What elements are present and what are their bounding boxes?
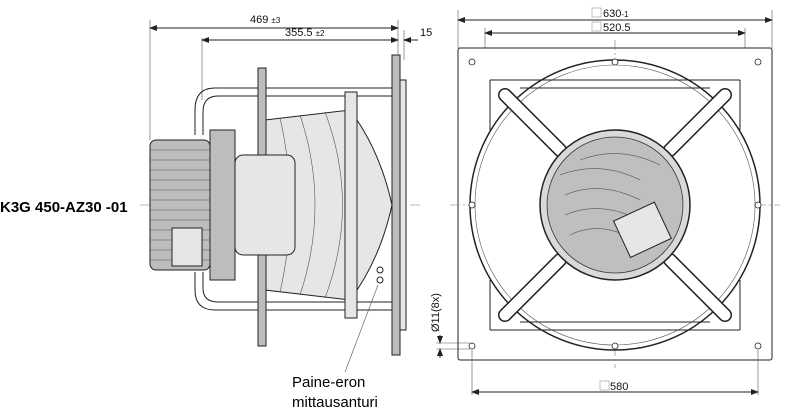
motor-flange [209, 129, 236, 281]
mounting-holes [468, 58, 762, 350]
pressure-sensor [376, 266, 384, 274]
square-symbol-icon [591, 7, 602, 18]
front-view: 630-1 520.5 [430, 7, 780, 395]
sensor-note-line1: Paine-eron [292, 374, 365, 391]
electronics-box [612, 201, 672, 259]
square-symbol-icon [599, 380, 610, 391]
sensor-note-line2: mittausanturi [292, 394, 378, 411]
dim-flange-label: 15 [420, 27, 432, 39]
dim-inlet-label: 355.5 ±2 [285, 27, 325, 39]
sensor-leader-line [344, 284, 379, 373]
inlet-ring [344, 91, 358, 319]
dim-overall-label: 469 ±3 [250, 14, 281, 26]
motor-rotor [234, 154, 296, 256]
terminal-box [171, 227, 203, 267]
side-view: 469 ±3 355.5 ±2 15 [140, 14, 432, 373]
frame-tube-bottom [194, 272, 400, 311]
dim-inner-label: 520.5 [603, 22, 631, 34]
square-symbol-icon [591, 21, 602, 32]
flange-plate [391, 54, 401, 356]
dim-holes-label: 580 [610, 381, 628, 393]
frame-tube-top [194, 87, 400, 135]
dim-outer-label: 630-1 [603, 8, 629, 20]
model-label: K3G 450-AZ30 -01 [0, 199, 128, 216]
dim-hole-dia-label: Ø11(8x) [430, 293, 442, 332]
